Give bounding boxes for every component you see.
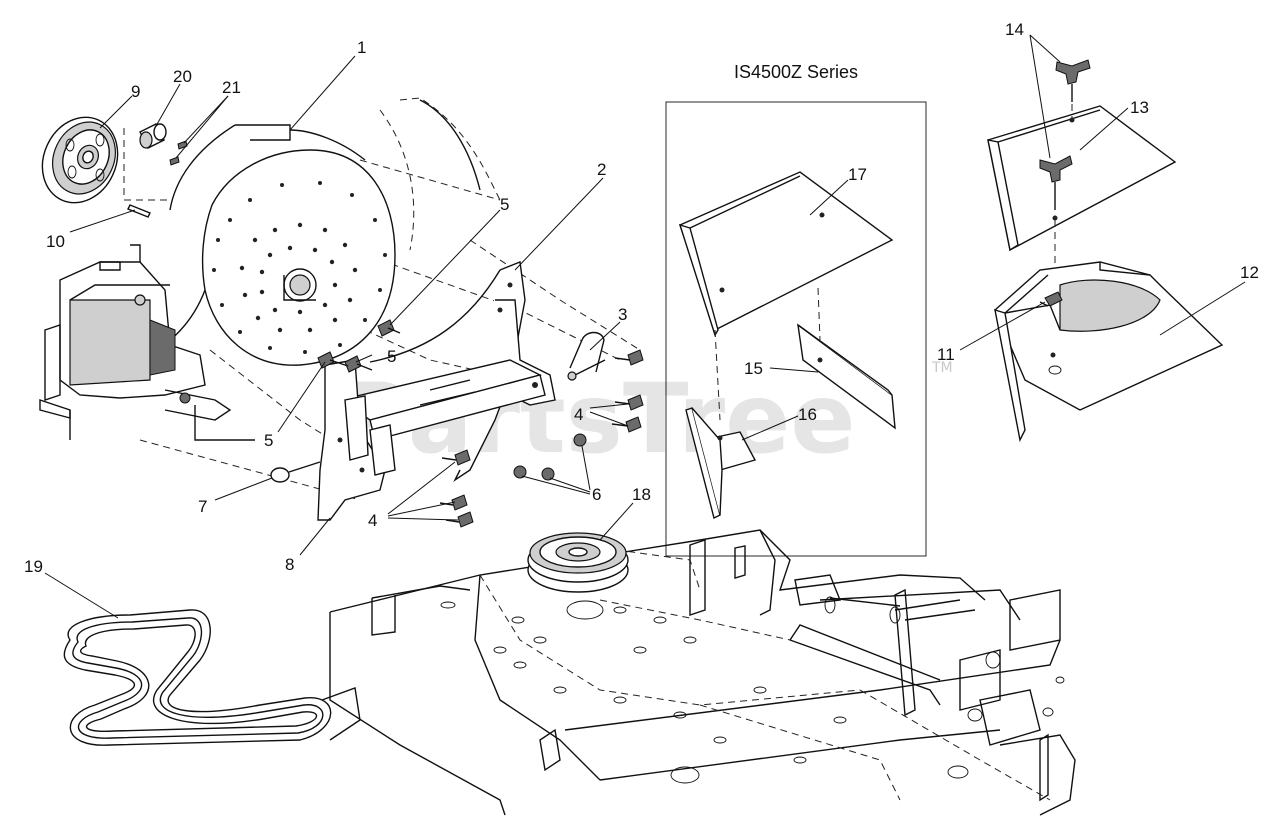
series-title: IS4500Z Series [734,62,858,82]
callout-9: 9 [131,82,140,101]
callout-19: 19 [24,557,43,576]
callout-20: 20 [173,67,192,86]
callout-5-top: 5 [500,195,509,214]
deflector-17 [678,171,894,421]
callout-7: 7 [198,497,207,516]
engine [39,244,255,441]
knob-14 [1039,59,1091,210]
callout-labels: 1 2 3 4 4 5 5 5 6 7 8 9 10 11 12 13 14 1… [24,20,1259,576]
callout-3: 3 [618,305,627,324]
callout-14: 14 [1005,20,1024,39]
bushing-20 [139,123,167,149]
callout-4-lower: 4 [368,511,377,530]
callout-15: 15 [744,359,763,378]
chute-base-12 [994,261,1224,443]
callout-10: 10 [46,232,65,251]
mount-bracket-2 [317,261,556,521]
callout-5-left: 5 [264,431,273,450]
callout-17: 17 [848,165,867,184]
knob-alignment-line [1054,104,1073,270]
callout-4-upper: 4 [574,405,583,424]
callout-11: 11 [937,345,955,364]
latch-11 [1039,291,1063,307]
drive-pulley-9 [41,116,119,204]
bracket-16 [685,407,757,520]
key-10 [127,204,151,218]
pulley-alignment-line [123,128,170,201]
callout-8: 8 [285,555,294,574]
belt-19 [63,609,332,746]
callout-18: 18 [632,485,651,504]
callout-2: 2 [597,160,606,179]
callout-16: 16 [798,405,817,424]
watermark-trademark: TM [931,360,953,376]
deck-frame [321,529,1076,816]
series-box [665,101,927,557]
callout-1: 1 [357,38,366,57]
screws-21 [169,140,188,166]
leader-lines [44,34,1246,619]
callout-6: 6 [592,485,601,504]
pulley-18 [527,532,629,593]
callout-12: 12 [1240,263,1259,282]
callout-5-middle: 5 [387,347,396,366]
callout-13: 13 [1130,98,1149,117]
bracket-15 [797,323,896,430]
hardware [270,319,644,528]
chute-shield-13 [987,105,1177,252]
callout-21: 21 [222,78,241,97]
